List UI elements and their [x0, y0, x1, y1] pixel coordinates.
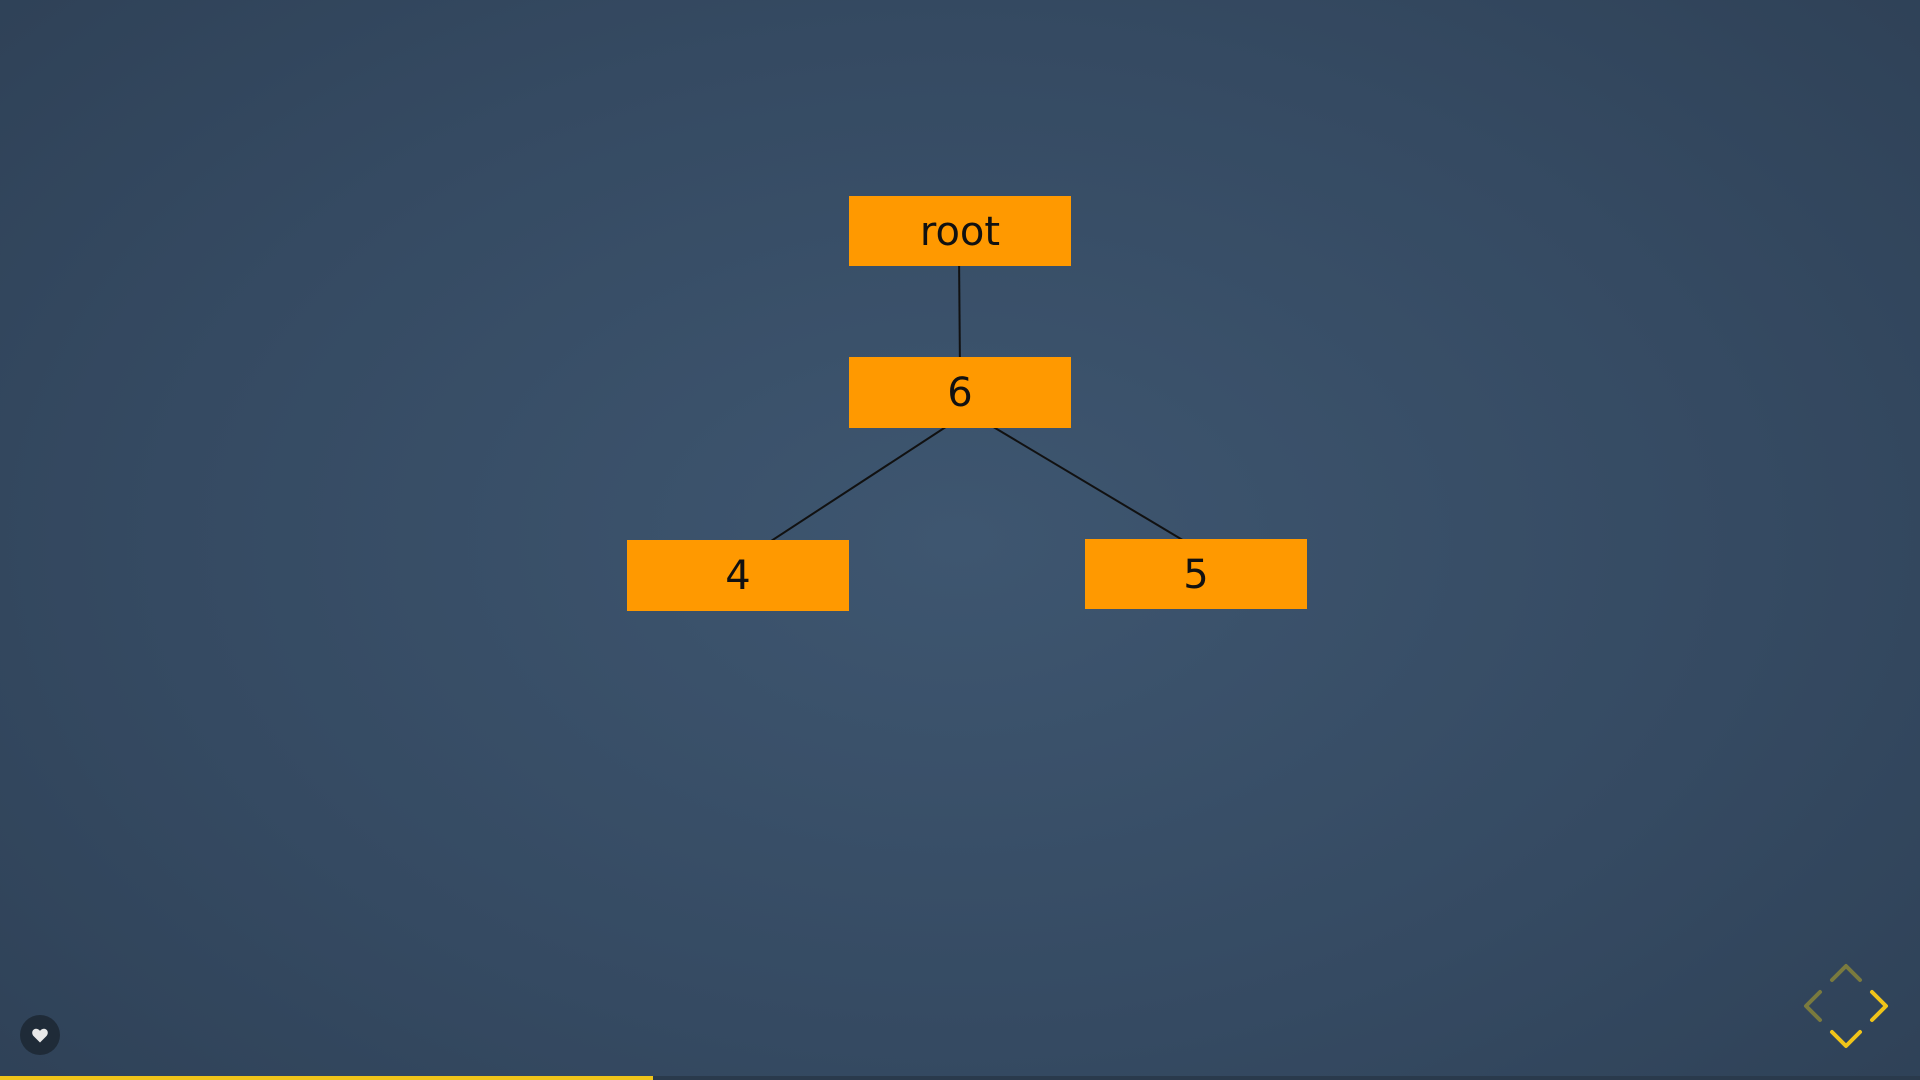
node-6-box	[849, 357, 1071, 428]
slide-navigation-controls	[1790, 950, 1902, 1062]
node-6: 6	[849, 357, 1071, 428]
chevron-down-icon	[1830, 1030, 1862, 1048]
node-5-label: 5	[1183, 552, 1208, 598]
node-4: 4	[627, 540, 849, 611]
node-root-label: root	[920, 209, 1000, 255]
chevron-left-icon	[1804, 990, 1822, 1022]
edge-root-6	[958, 252, 961, 373]
node-4-label: 4	[725, 553, 750, 599]
heart-icon	[32, 1028, 48, 1043]
node-5-box	[1085, 539, 1307, 609]
like-button[interactable]	[20, 1015, 60, 1055]
progress-fill	[0, 1076, 653, 1080]
presentation-progress-bar	[0, 1076, 1920, 1080]
edge-6-5	[979, 418, 1197, 549]
node-4-box	[627, 540, 849, 611]
navigate-right-button[interactable]	[1858, 984, 1902, 1028]
edge-6-4	[744, 418, 959, 559]
chevron-right-icon	[1870, 990, 1888, 1022]
node-root-box	[849, 196, 1071, 266]
node-5: 5	[1085, 539, 1307, 609]
navigate-up-button[interactable]	[1824, 950, 1868, 994]
navigate-down-button[interactable]	[1824, 1018, 1868, 1062]
node-6-label: 6	[947, 370, 972, 416]
navigate-left-button[interactable]	[1790, 984, 1834, 1028]
node-root: root	[849, 196, 1071, 266]
chevron-up-icon	[1830, 964, 1862, 982]
